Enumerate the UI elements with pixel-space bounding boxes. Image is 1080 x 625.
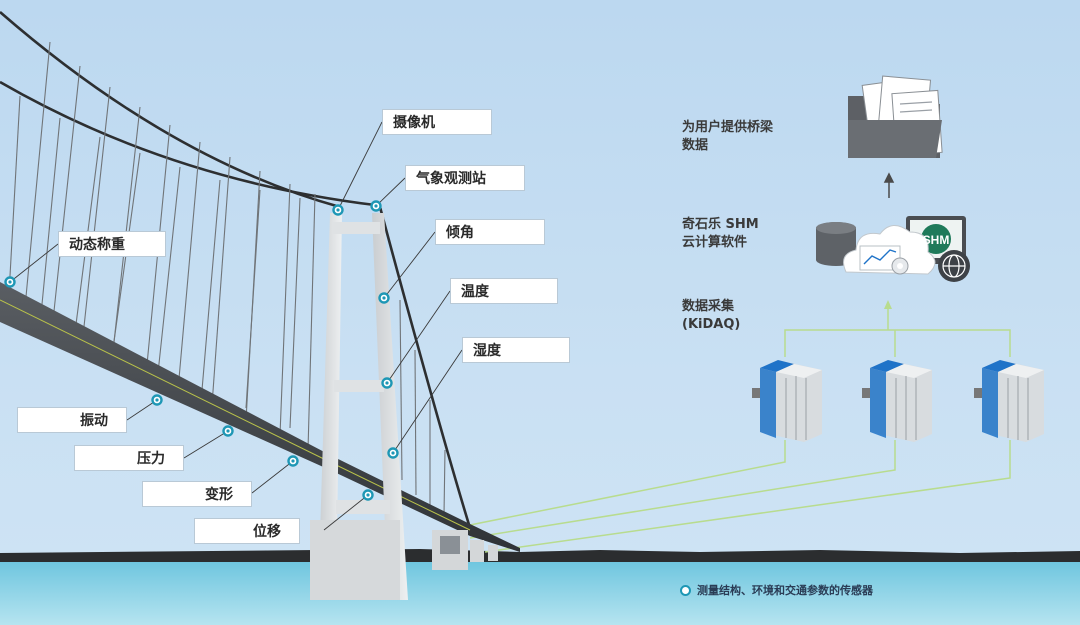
water [0, 562, 1080, 625]
daq-caption-line2: (KiDAQ) [682, 317, 741, 332]
label-tilt: 倾角 [435, 219, 545, 245]
sensor-points [4, 200, 399, 501]
main-tower [310, 213, 408, 600]
label-camera: 摄像机 [382, 109, 492, 135]
output-caption-line1: 为用户提供桥梁 [682, 120, 774, 135]
arrow-up-icon [883, 172, 895, 198]
shoreline [0, 549, 1080, 566]
sensor-leaders [9, 121, 463, 531]
label-dynamic-weighing: 动态称重 [58, 231, 166, 257]
daq-unit-3 [974, 360, 1044, 442]
folder-documents-icon [848, 75, 943, 158]
sensor-dot-icon [680, 585, 691, 596]
daq-caption: 数据采集 (KiDAQ) [682, 298, 740, 334]
software-caption: 奇石乐 SHM 云计算软件 [682, 216, 759, 252]
software-caption-line1: 奇石乐 SHM [682, 217, 759, 232]
daq-unit-2 [862, 360, 932, 442]
output-caption: 为用户提供桥梁 数据 [682, 119, 773, 155]
label-deformation: 变形 [142, 481, 252, 507]
arrow-up-icon [884, 300, 892, 309]
legend-text: 测量结构、环境和交通参数的传感器 [697, 584, 873, 597]
output-caption-line2: 数据 [682, 138, 709, 153]
daq-unit-1 [752, 360, 822, 442]
label-temperature: 温度 [450, 278, 558, 304]
cloud-software-icon [816, 216, 970, 282]
bridge-deck [0, 282, 520, 552]
main-cables [0, 11, 472, 529]
label-displacement: 位移 [194, 518, 300, 544]
label-vibration: 振动 [17, 407, 127, 433]
connector-lines [464, 306, 1011, 553]
legend: 测量结构、环境和交通参数的传感器 [680, 582, 873, 598]
label-humidity: 湿度 [462, 337, 570, 363]
label-pressure: 压力 [74, 445, 184, 471]
daq-caption-line1: 数据采集 [682, 299, 735, 314]
shm-badge-text: SHM [923, 233, 950, 247]
software-caption-line2: 云计算软件 [682, 235, 748, 250]
label-weather-station: 气象观测站 [405, 165, 525, 191]
far-tower [432, 530, 498, 570]
